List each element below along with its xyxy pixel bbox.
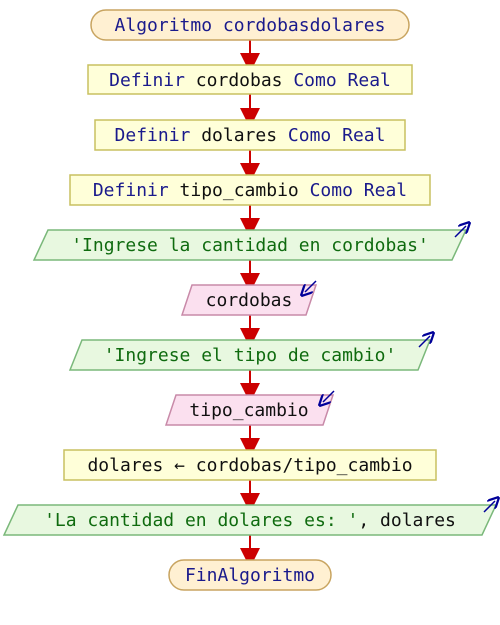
output-prompt-cordobas[interactable]: 'Ingrese la cantidad en cordobas': [32, 226, 466, 261]
end-keyword: FinAlgoritmo: [185, 565, 315, 586]
svg-text:Algoritmo cordobasdolares: Algoritmo cordobasdolares: [115, 15, 386, 36]
output-text: 'Ingrese la cantidad en cordobas': [71, 235, 429, 256]
output-text: 'Ingrese el tipo de cambio': [104, 345, 397, 366]
type-keyword: Como Real: [310, 180, 408, 201]
input-cordobas[interactable]: cordobas: [180, 280, 318, 316]
input-tipo-cambio[interactable]: tipo_cambio: [164, 390, 335, 426]
svg-text:'La cantidad en dolares es: ',: 'La cantidad en dolares es: ', dolares: [44, 510, 456, 531]
type-keyword: Como Real: [293, 70, 391, 91]
output-string: 'La cantidad en dolares es: ': [44, 510, 358, 531]
algorithm-name: cordobasdolares: [212, 15, 385, 36]
output-variable: , dolares: [358, 510, 456, 531]
define-keyword: Definir: [115, 125, 191, 146]
output-arrow-icon: [454, 226, 466, 238]
define-dolares-process[interactable]: Definir dolares Como Real: [94, 119, 406, 151]
define-tipo-cambio-process[interactable]: Definir tipo_cambio Como Real: [69, 174, 431, 206]
type-keyword: Como Real: [288, 125, 386, 146]
assign-dolares-process[interactable]: dolares ← cordobas/tipo_cambio: [63, 449, 437, 481]
input-arrow-icon: [305, 280, 317, 292]
input-variable: cordobas: [206, 290, 293, 311]
end-terminal[interactable]: FinAlgoritmo: [168, 559, 332, 591]
define-keyword: Definir: [93, 180, 169, 201]
input-arrow-icon: [323, 390, 335, 402]
start-keyword: Algoritmo: [115, 15, 213, 36]
svg-text:Definir dolares Como Real: Definir dolares Como Real: [115, 125, 386, 146]
start-terminal[interactable]: Algoritmo cordobasdolares: [90, 9, 410, 41]
define-keyword: Definir: [109, 70, 185, 91]
output-arrow-icon: [483, 501, 495, 513]
define-cordobas-process[interactable]: Definir cordobas Como Real: [87, 64, 413, 95]
output-arrow-icon: [418, 336, 430, 348]
variable-name: tipo_cambio: [169, 180, 310, 201]
output-prompt-tipo-cambio[interactable]: 'Ingrese el tipo de cambio': [68, 336, 430, 371]
svg-text:Definir tipo_cambio Como Real: Definir tipo_cambio Como Real: [93, 180, 407, 201]
assignment-text: dolares ← cordobas/tipo_cambio: [87, 455, 412, 476]
variable-name: cordobas: [185, 70, 293, 91]
output-result[interactable]: 'La cantidad en dolares es: ', dolares: [2, 501, 496, 536]
svg-text:Definir cordobas Como Real: Definir cordobas Como Real: [109, 70, 391, 91]
variable-name: dolares: [190, 125, 288, 146]
input-variable: tipo_cambio: [189, 400, 308, 421]
